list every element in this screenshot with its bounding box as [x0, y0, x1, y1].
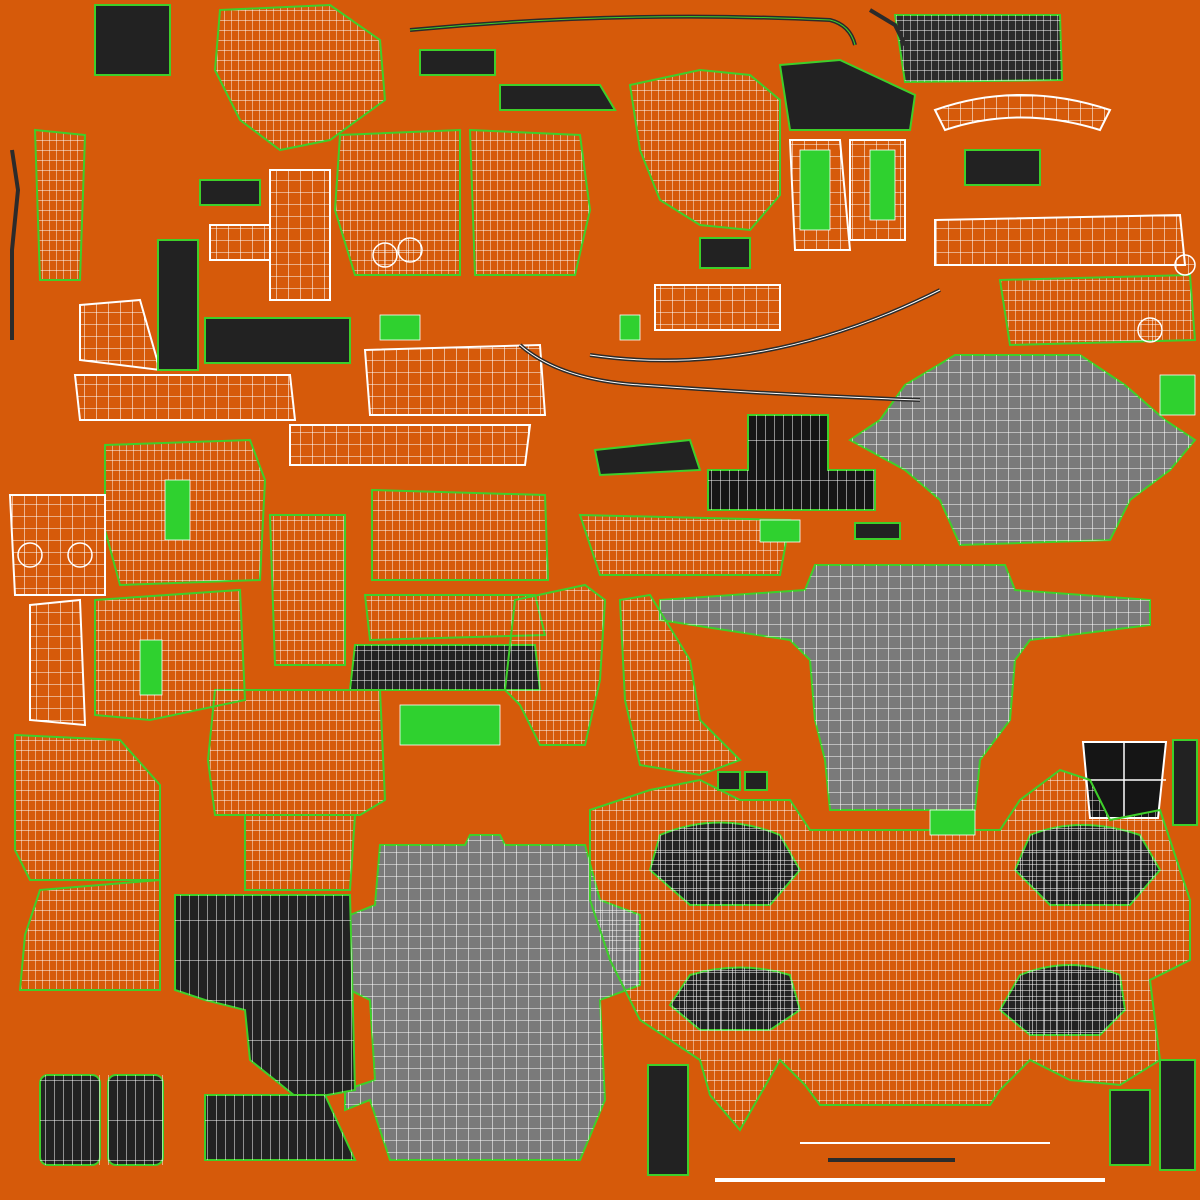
orange-body-island [589, 768, 1191, 1132]
dark-seat-island [348, 644, 542, 691]
dark-top-right-panel [893, 14, 1064, 84]
orange-pillar-islands [213, 3, 781, 777]
wheel-disc-islands [17, 237, 1196, 568]
dark-panel-island [174, 894, 357, 1161]
gray-floor-island [659, 564, 1151, 811]
small-dark-islands [94, 4, 1198, 1176]
dark-block-center [707, 414, 876, 511]
green-detail-fragments [139, 149, 1196, 836]
gray-roof-island [344, 834, 641, 1161]
long-strip-islands [10, 8, 1105, 1182]
gray-hood-island [848, 354, 1197, 547]
orange-seat-islands [333, 128, 792, 642]
dark-bottom-left-panels [39, 1074, 164, 1166]
orange-hood-island [206, 689, 387, 891]
orange-door-islands [14, 733, 161, 991]
